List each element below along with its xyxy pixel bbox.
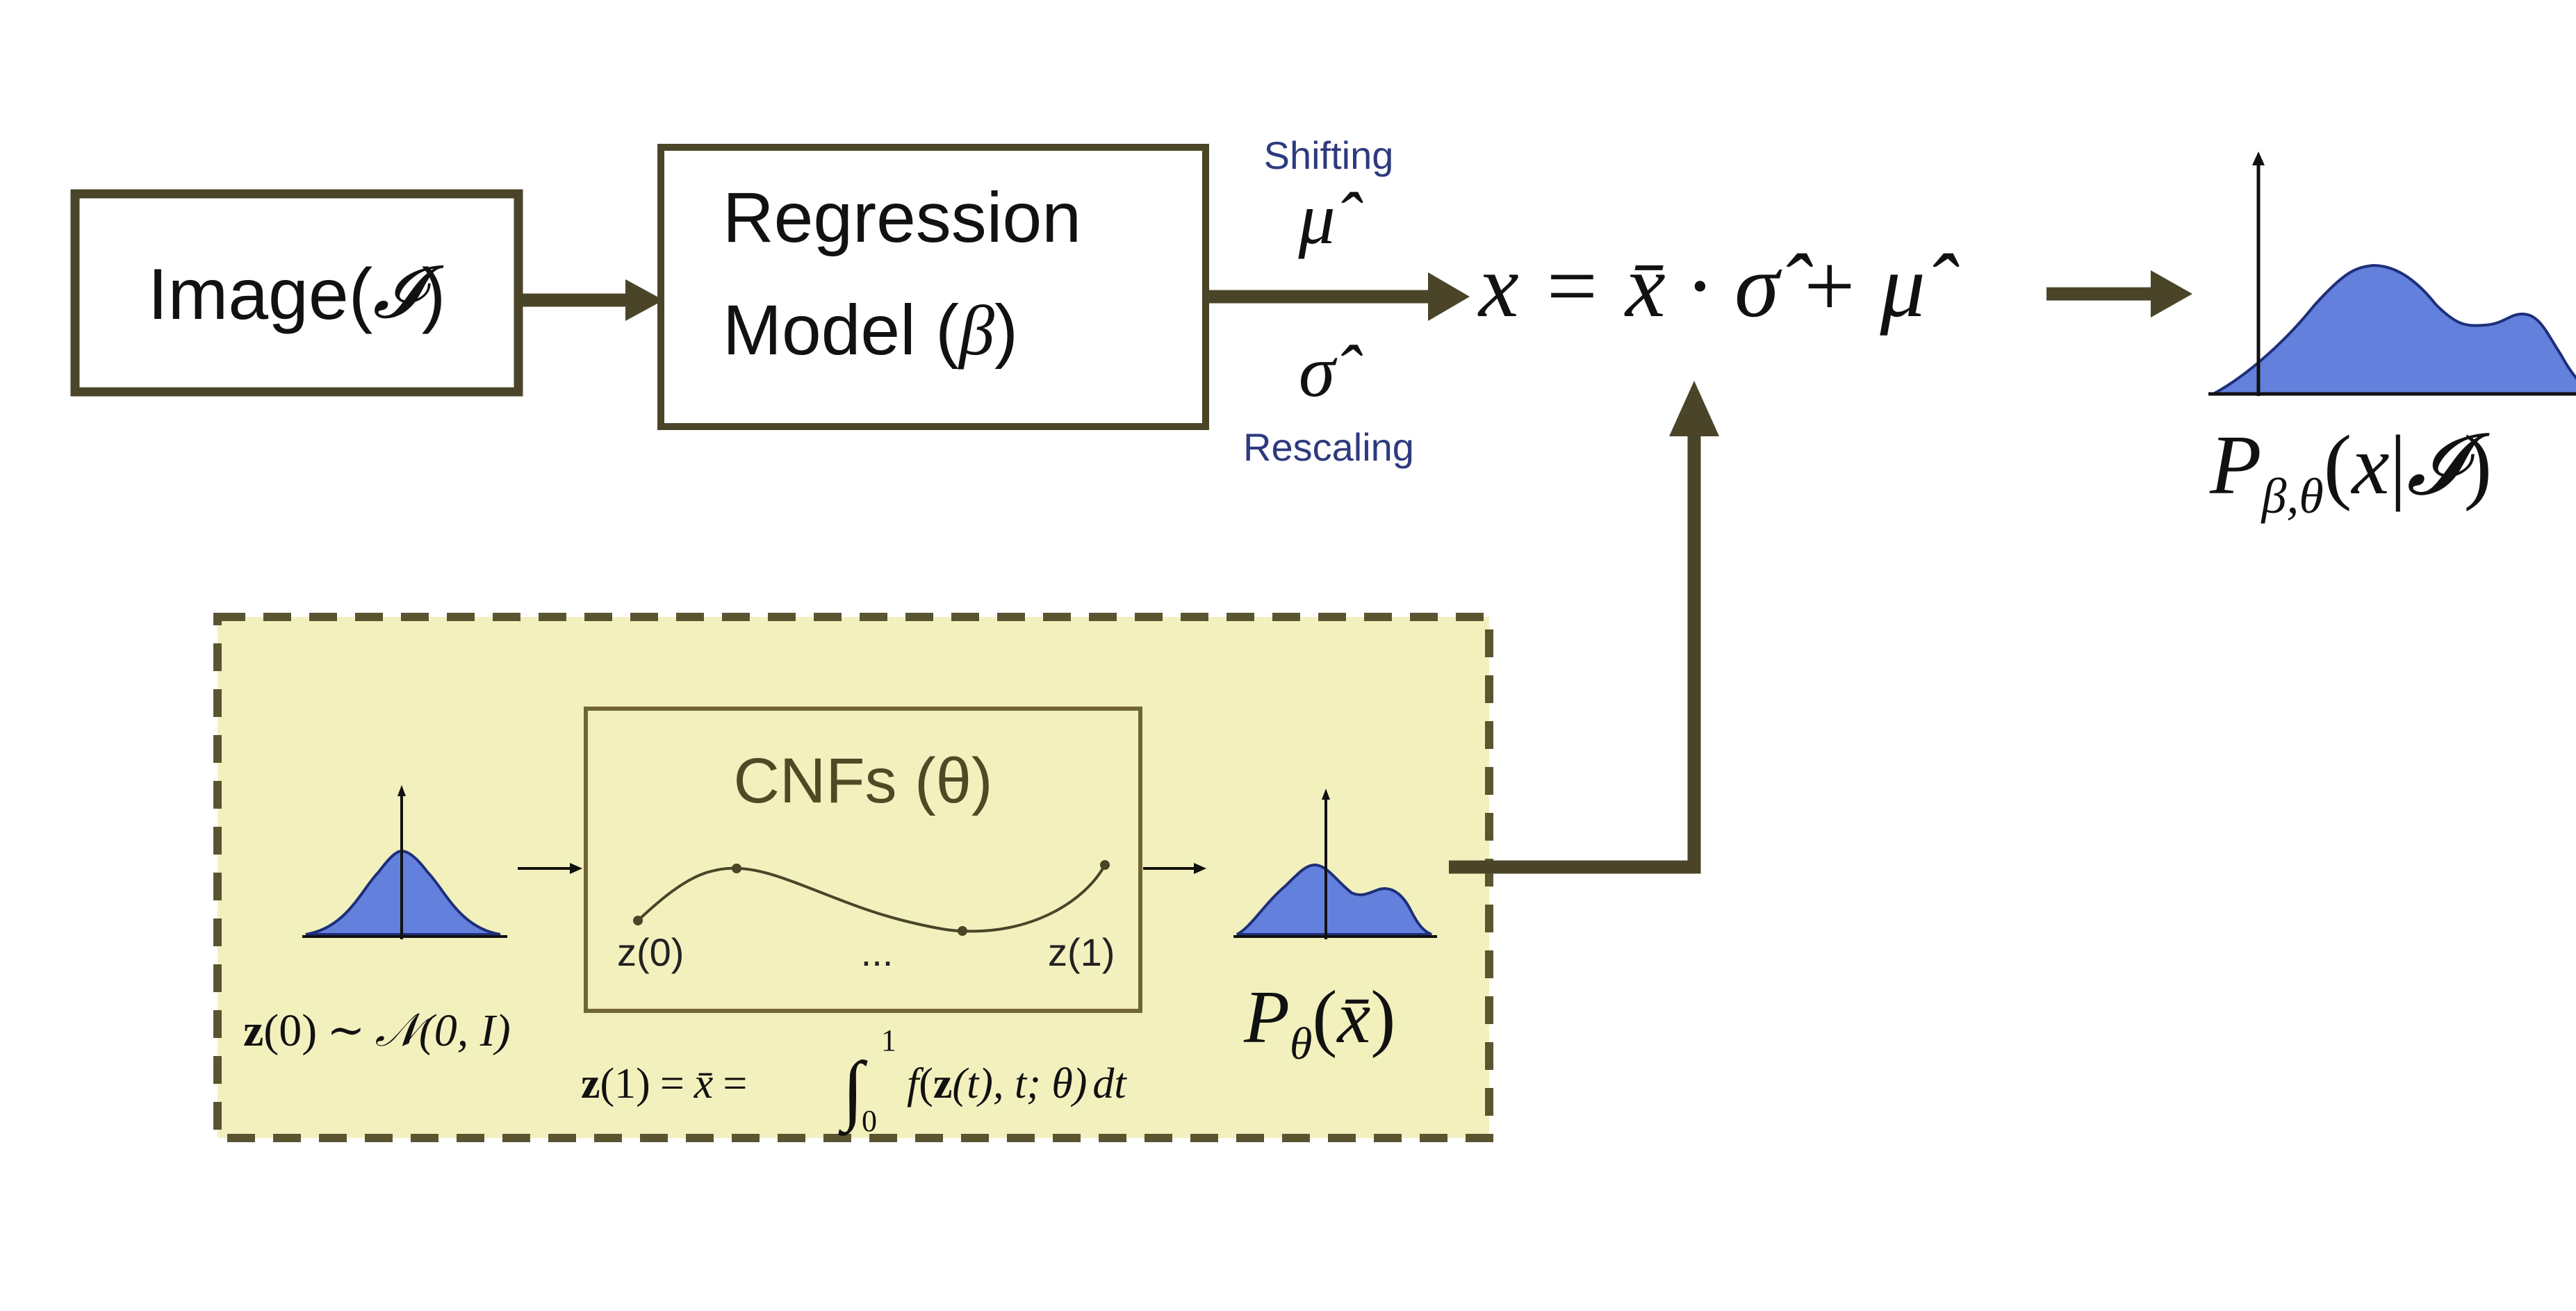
svg-text:z(1)=x̄=: z(1)=x̄= [581,1060,747,1107]
integral-upper-limit: 1 [881,1023,896,1057]
image-box [70,189,523,397]
arrow-prior-to-cnf [518,863,582,874]
arrow-cnf-to-equation [1449,381,1719,874]
base-density-label: Pθ(x̄) [1243,976,1395,1069]
z0-label: z(0) [617,930,684,974]
shifting-label: Shifting [1264,133,1394,177]
mu-hat-symbol: μ̂ [1297,178,1363,259]
regression-model-box [657,144,1209,430]
z1-label: z(1) [1048,930,1115,974]
trajectory-ellipsis: ... [861,930,894,974]
rescaling-label: Rescaling [1243,425,1414,469]
integral-lower-limit: 0 [862,1104,877,1138]
arrow-image-to-model [518,279,664,321]
affine-equation: x=x̄·σ̂+μ̂ [1477,236,1960,336]
arrow-model-to-equation [1206,272,1470,321]
prior-equation: z(0)∼𝒩(0, I) [243,1005,511,1056]
image-box-label: Image(𝓘) [148,253,446,336]
bimodal-density-icon [1233,789,1437,939]
regression-model-line1: Regression [723,178,1081,257]
regression-model-line2: Model (β) [723,290,1018,370]
arrow-cnf-to-density [1143,863,1206,874]
conditional-density-label: Pβ,θ(x|𝓘) [2209,418,2492,524]
integral-equation: z(1)=x̄= ∫ 1 0 f(z(t), t; θ)dt [581,1023,1127,1138]
svg-text:f(z(t), t; θ)dt: f(z(t), t; θ)dt [907,1060,1127,1107]
arrow-equation-to-output [2046,270,2192,318]
cnf-box [584,707,1142,1013]
bell-curve-icon [302,785,507,939]
integral-sign: ∫ [838,1046,868,1137]
ode-trajectory-icon [633,860,1110,936]
sigma-hat-symbol: σ̂ [1299,331,1363,412]
cnf-title: CNFs (θ) [733,745,992,816]
conditional-density-icon [2208,151,2576,396]
